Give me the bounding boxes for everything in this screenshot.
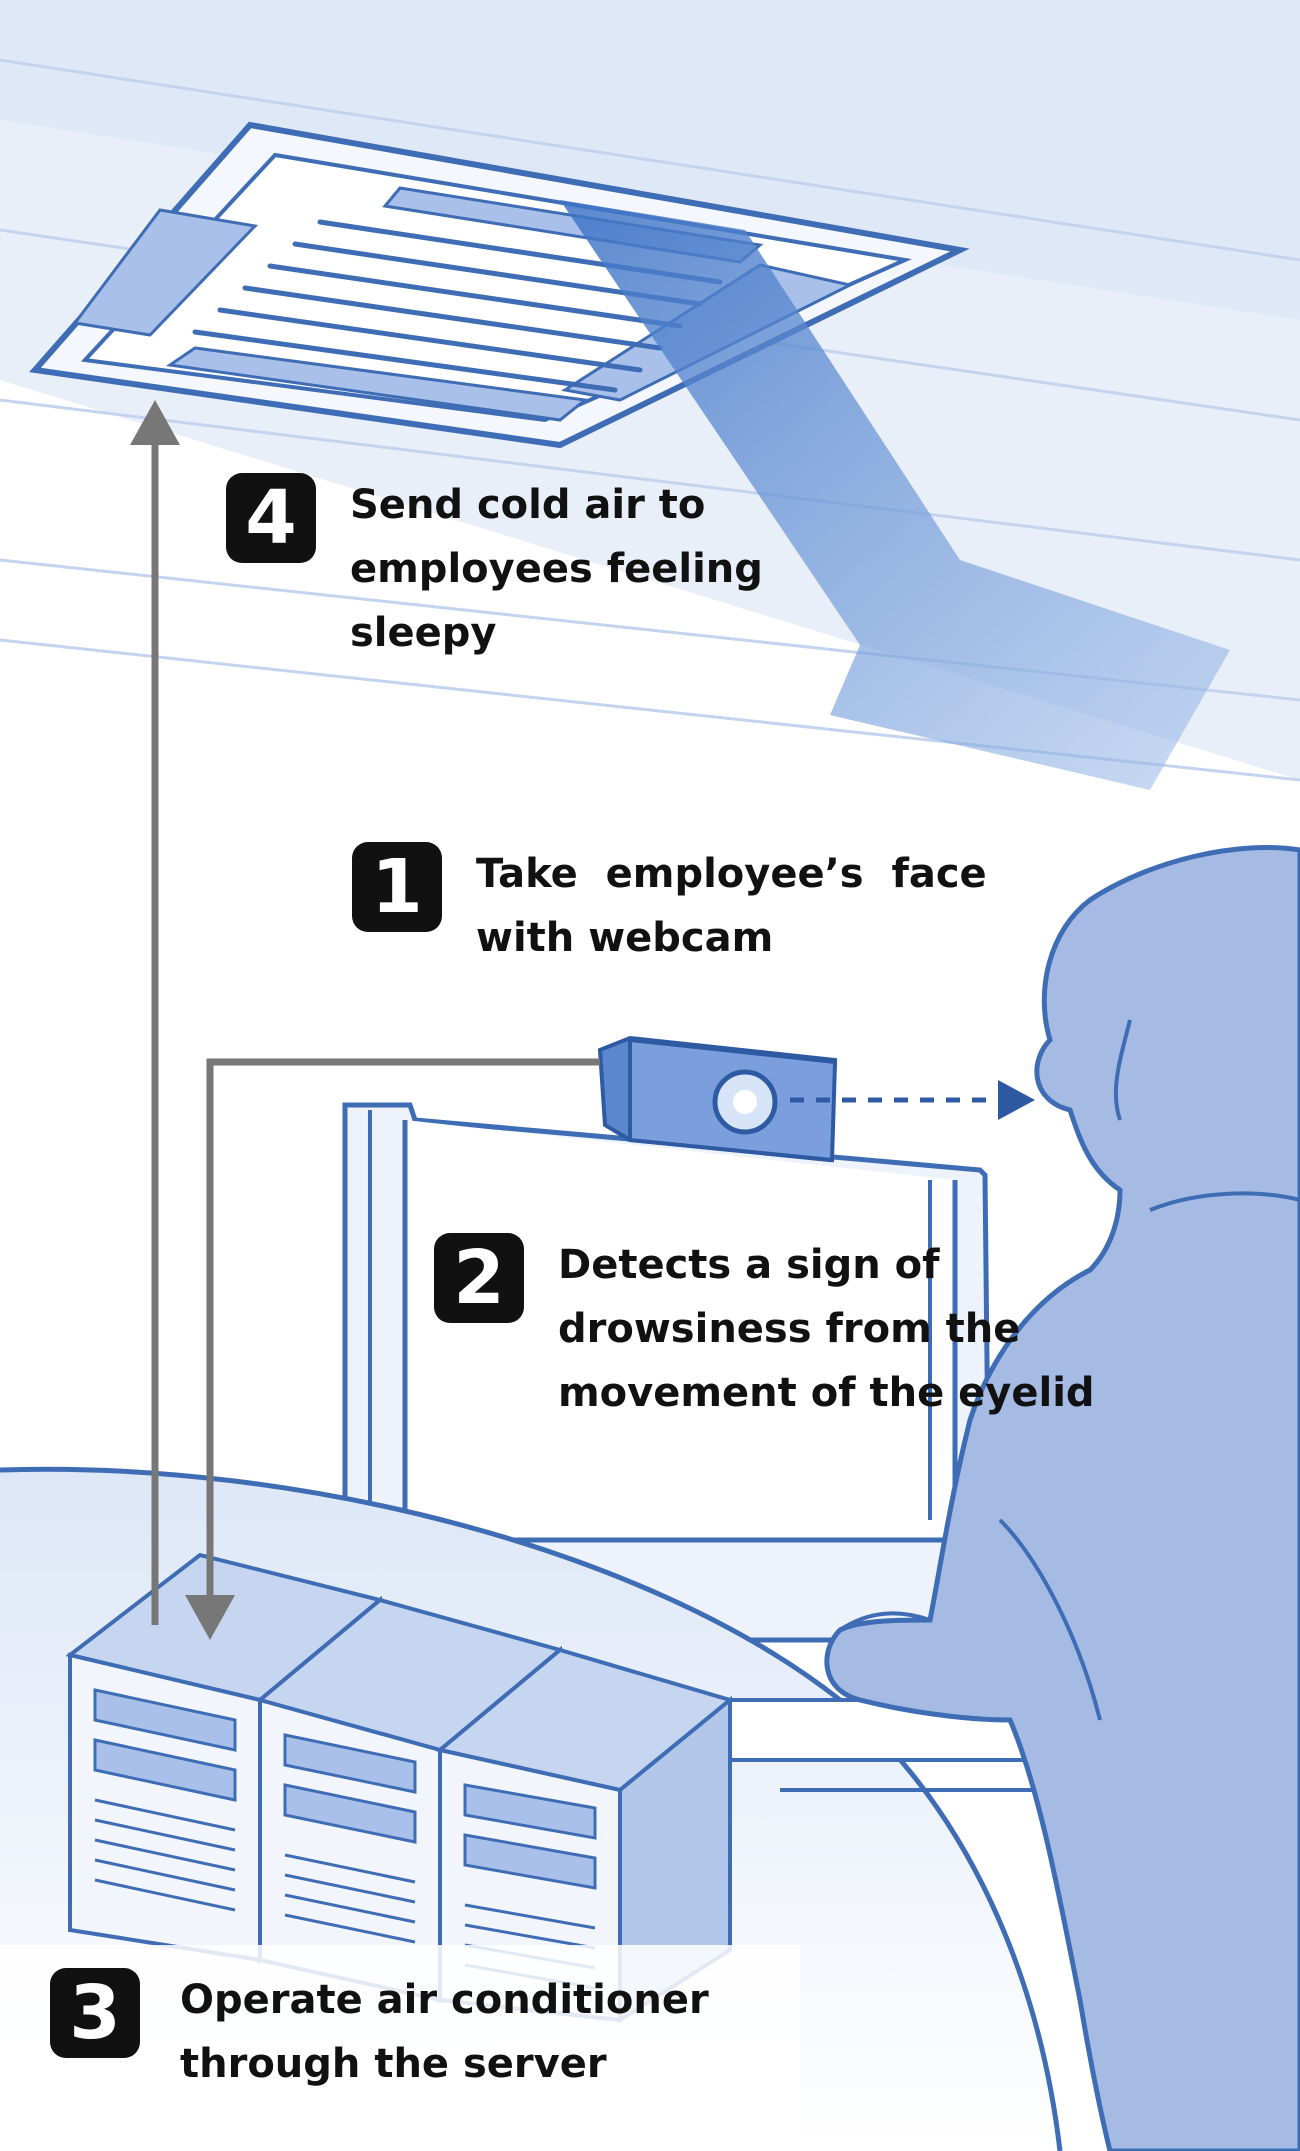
step-1: 1 Take employee’s face with webcam [352, 842, 987, 970]
step-2-badge: 2 [434, 1233, 524, 1323]
step-1-label: Take employee’s face with webcam [476, 851, 987, 961]
step-4-label: Send cold air to employees feeling sleep… [350, 482, 763, 656]
cold-air-flow [560, 200, 1230, 790]
step-2-label: Detects a sign of drowsiness from the mo… [558, 1242, 1095, 1416]
step-3: 3 Operate air conditioner through the se… [50, 1968, 709, 2096]
control-arrow-server-to-air-conditioner [130, 400, 180, 1625]
webcam [597, 1035, 838, 1163]
webcam-view-arrow [790, 1080, 1035, 1120]
step-3-badge: 3 [50, 1968, 140, 2058]
employee [824, 844, 1300, 2151]
step-1-badge: 1 [352, 842, 442, 932]
ceiling-air-conditioner [29, 121, 970, 449]
step-4: 4 Send cold air to employees feeling sle… [226, 473, 763, 665]
step-3-label: Operate air conditioner through the serv… [180, 1977, 709, 2087]
step-2: 2 Detects a sign of drowsiness from the … [434, 1233, 1095, 1425]
step-4-badge: 4 [226, 473, 316, 563]
signal-arrow-webcam-to-server [185, 1058, 600, 1640]
